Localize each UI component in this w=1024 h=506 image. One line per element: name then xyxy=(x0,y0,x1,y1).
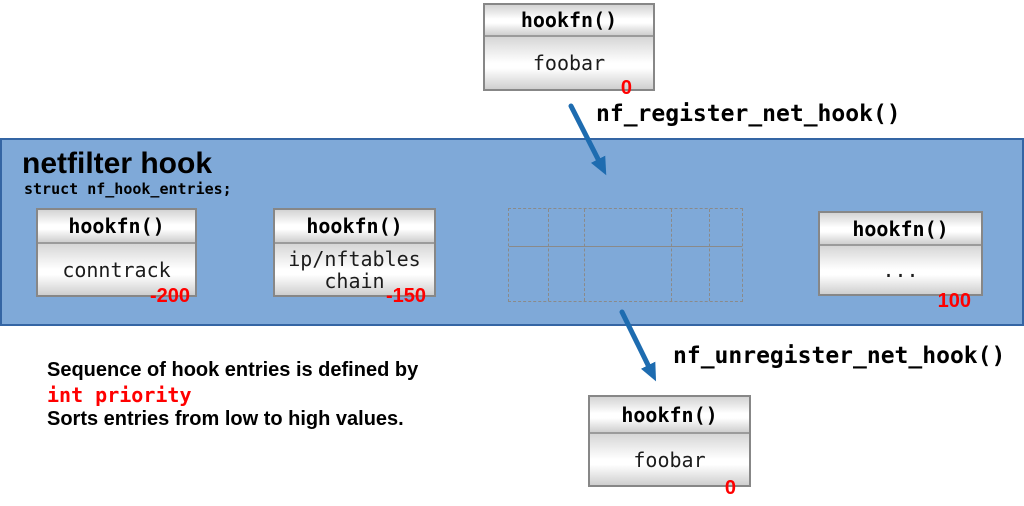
hook-body-label: ip/nftables chain xyxy=(275,244,434,295)
priority-value: 0 xyxy=(724,477,736,499)
hook-body-label: foobar xyxy=(485,37,653,89)
priority-value: 100 xyxy=(937,290,971,312)
slot-divider xyxy=(584,209,585,301)
slot-divider xyxy=(709,209,710,301)
band-subtitle: struct nf_hook_entries; xyxy=(24,180,232,198)
hook-entry-foobar-bottom: hookfn() foobar 0 xyxy=(588,395,751,498)
unregister-hook-label: nf_unregister_net_hook() xyxy=(673,343,1006,369)
priority-value: 0 xyxy=(620,77,632,99)
priority-value: -150 xyxy=(385,285,426,307)
hook-entry-foobar-top: hookfn() foobar 0 xyxy=(483,3,655,98)
empty-slot-grid xyxy=(508,208,743,302)
note-line-1: Sequence of hook entries is defined by xyxy=(47,359,419,381)
priority-value: -200 xyxy=(149,285,190,307)
note-line-3: Sorts entries from low to high values. xyxy=(47,408,404,430)
band-title: netfilter hook xyxy=(22,147,213,180)
hook-body-label: foobar xyxy=(590,434,749,485)
hook-entry-nftables-chain: hookfn() ip/nftables chain -150 xyxy=(273,208,436,306)
hookfn-header: hookfn() xyxy=(590,397,749,434)
register-hook-label: nf_register_net_hook() xyxy=(596,101,901,127)
hook-body-label: conntrack xyxy=(38,244,195,295)
hookfn-header: hookfn() xyxy=(820,213,981,246)
note-line-int-priority: int priority xyxy=(47,383,192,407)
priority-note: Sequence of hook entries is defined by i… xyxy=(47,358,418,432)
hookfn-header: hookfn() xyxy=(485,5,653,37)
slot-row-divider xyxy=(509,246,742,247)
hook-entry-ellipsis: hookfn() ... 100 xyxy=(818,211,983,311)
slot-divider xyxy=(671,209,672,301)
hook-body-label: ... xyxy=(820,246,981,294)
hookfn-header: hookfn() xyxy=(275,210,434,244)
hookfn-header: hookfn() xyxy=(38,210,195,244)
slot-divider xyxy=(548,209,549,301)
hook-entry-conntrack: hookfn() conntrack -200 xyxy=(36,208,197,306)
